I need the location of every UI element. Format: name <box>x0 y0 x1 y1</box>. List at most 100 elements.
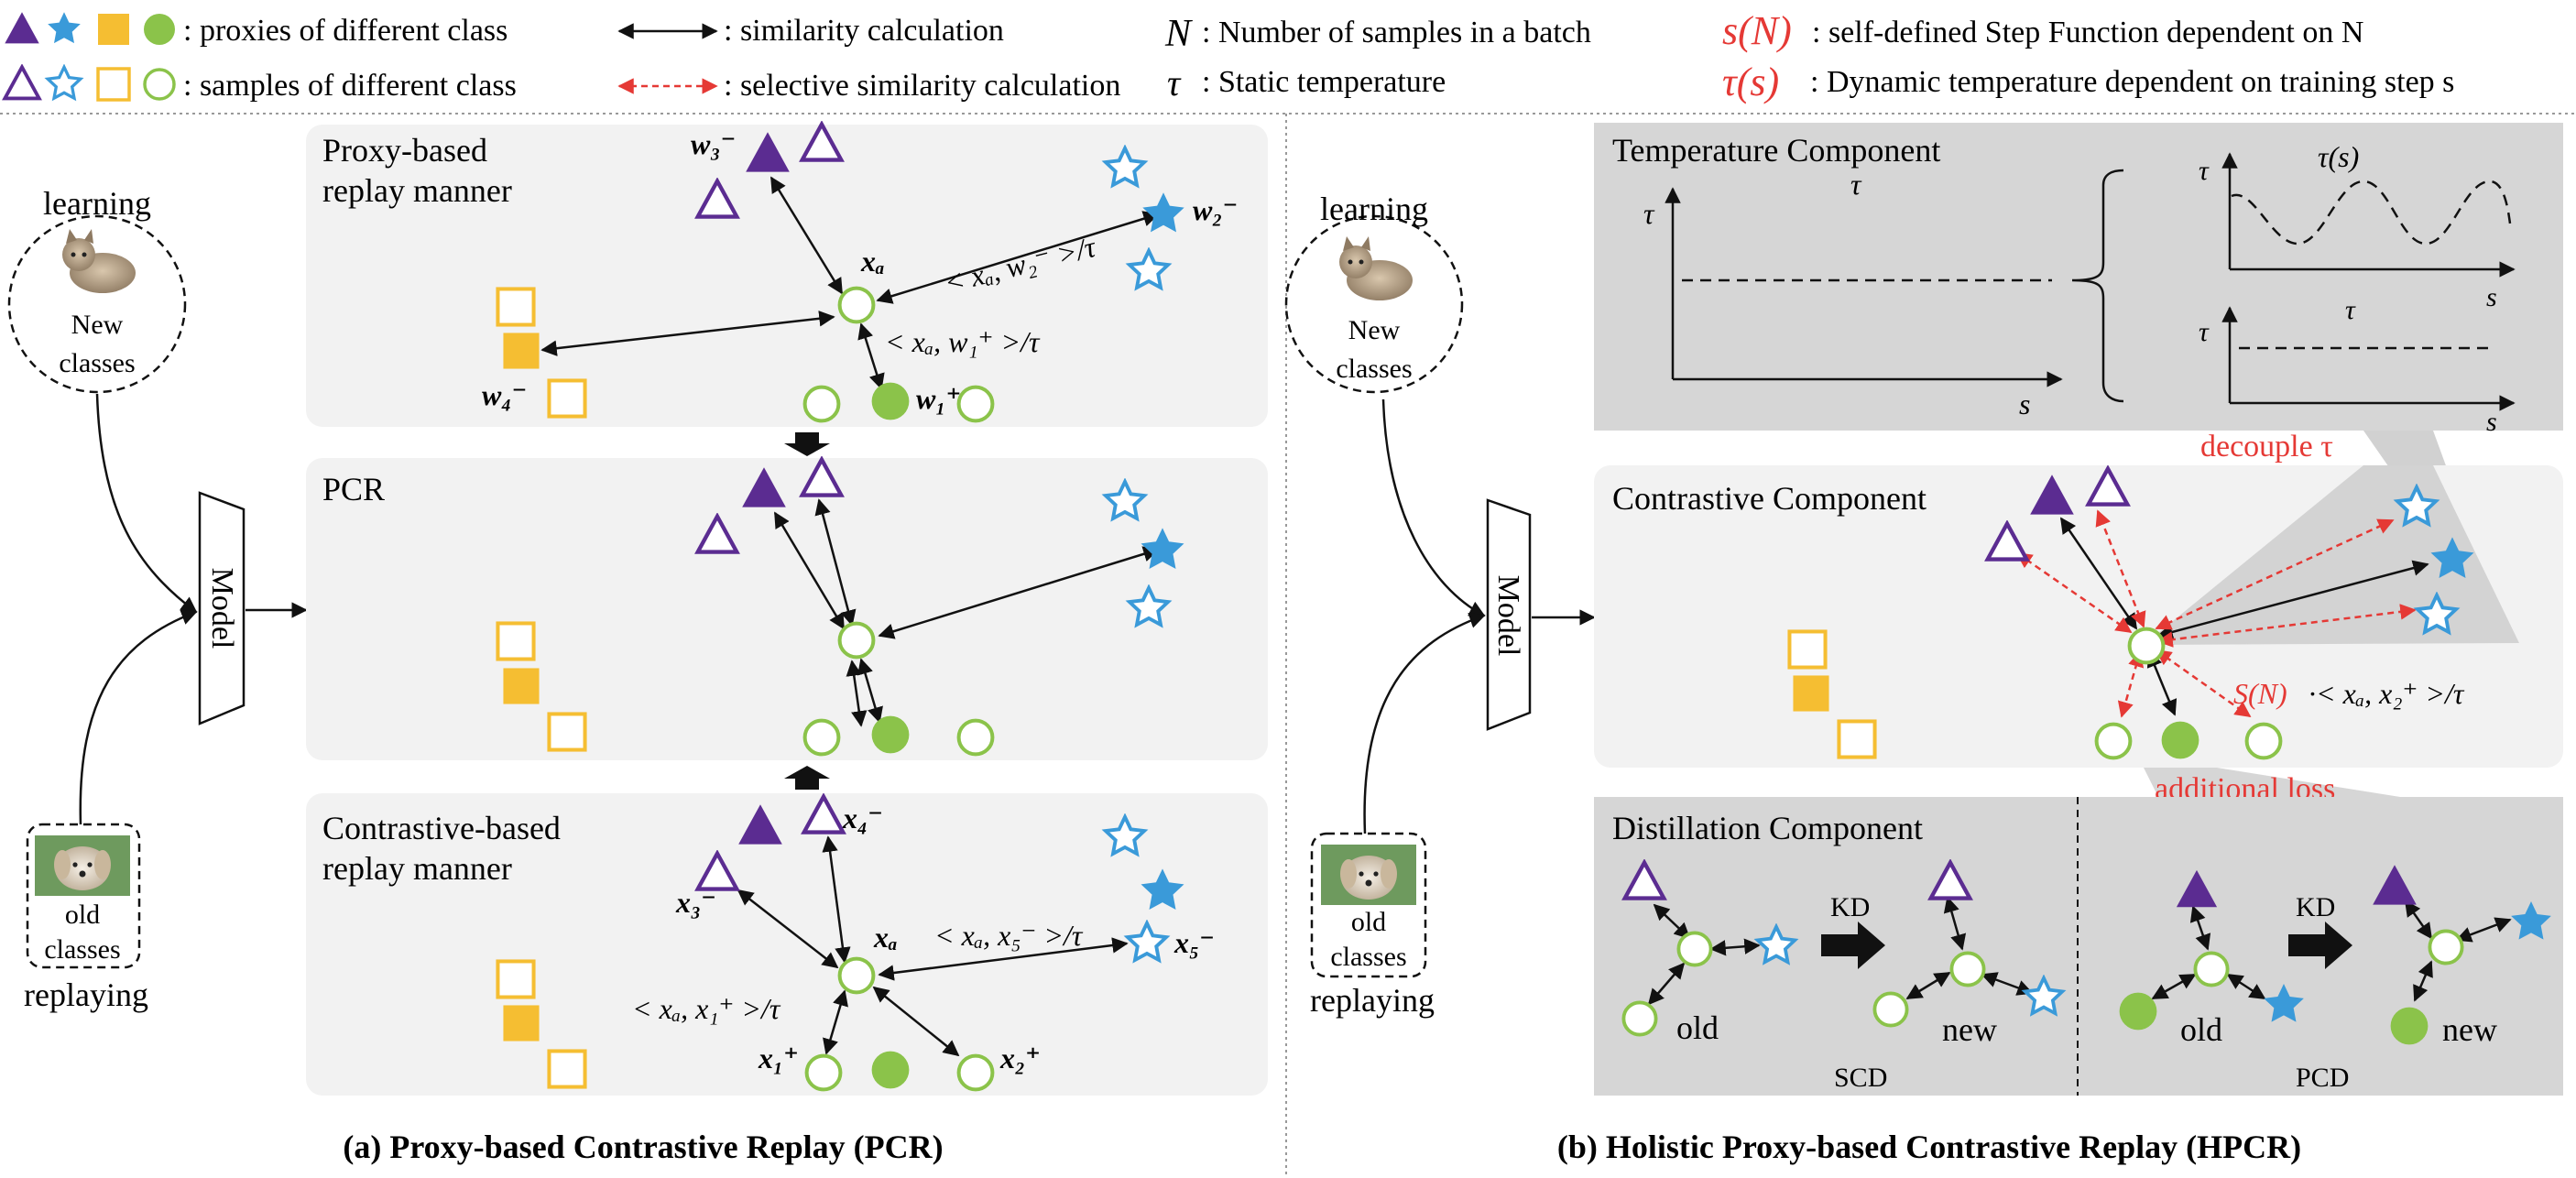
old-classes-line1: old <box>65 900 100 930</box>
dynamic-tau-plot: τ τ(s) s <box>2199 140 2516 312</box>
step-fn-expr: ·< xₐ, x₂⁺ >/τ <box>2309 677 2465 710</box>
old-to-model-arrow <box>1363 612 1486 834</box>
temperature-title: Temperature Component <box>1612 132 1940 169</box>
small-x-label: s <box>2486 407 2497 437</box>
proxy-edges <box>540 176 1160 390</box>
static-tau-plot: τ τ s <box>1643 168 2063 420</box>
legend-similarity-text: : similarity calculation <box>724 14 1004 48</box>
sample-circle-icon <box>2097 725 2131 758</box>
new-classes-circle <box>7 214 187 394</box>
legend-proxies-text: : proxies of different class <box>183 14 508 48</box>
xa-x5-label: < xₐ, x₅⁻ >/τ <box>934 919 1084 952</box>
dyn-x-label: s <box>2486 282 2497 312</box>
pcr-section: learning New classes old classes replayi… <box>7 125 1268 1165</box>
sample-square-icon <box>549 380 584 416</box>
w4-label: w₄⁻ <box>482 378 527 411</box>
cat-image <box>62 229 136 293</box>
xa-w1-label: < xₐ, w₁⁺ >/τ <box>885 325 1041 358</box>
anchor-circle-icon <box>840 289 874 322</box>
scd-old-graph <box>1621 863 1797 1037</box>
scd-kd-label: KD <box>1830 892 1870 922</box>
scd-new-label: new <box>1942 1011 1997 1048</box>
sample-circle-icon <box>805 387 839 421</box>
legend-n-symbol: N <box>1164 13 1193 55</box>
proxy-circle-icon <box>2161 721 2199 759</box>
w3-label: w₃⁻ <box>691 127 736 160</box>
distillation-title: Distillation Component <box>1612 810 1923 846</box>
anchor-circle-icon <box>2130 629 2164 663</box>
learning-label: learning <box>1320 191 1428 227</box>
pcd-kd-label: KD <box>2296 892 2335 922</box>
old-classes-line1: old <box>1351 907 1386 937</box>
x3-label: x₃⁻ <box>675 886 716 919</box>
xa-x1-label: < xₐ, x₁⁺ >/τ <box>632 992 781 1025</box>
static-tau-small-plot: τ τ s <box>2199 295 2516 437</box>
contrastive-component-title: Contrastive Component <box>1612 480 1927 517</box>
sample-circle-icon <box>959 1056 993 1090</box>
contrastive-panel-title-2: replay manner <box>322 850 512 887</box>
x2-label: x₂⁺ <box>999 1042 1041 1074</box>
sample-circle-icon <box>959 387 993 421</box>
legend-sample-circle-icon <box>143 68 176 101</box>
replaying-label: replaying <box>1310 982 1435 1019</box>
scd-old-label: old <box>1676 1009 1719 1046</box>
hpcr-edges <box>2015 509 2429 718</box>
sample-square-icon <box>497 961 533 997</box>
sample-square-icon <box>1789 631 1825 667</box>
dyn-title: τ(s) <box>2318 140 2359 173</box>
dog-image <box>35 835 130 896</box>
hpcr-caption: (b) Holistic Proxy-based Contrastive Rep… <box>1557 1129 2301 1165</box>
sample-square-icon <box>549 714 584 749</box>
model-block <box>198 491 246 725</box>
proxy-circle-icon <box>871 382 910 420</box>
old-classes-line2: classes <box>1330 942 1406 972</box>
proxy-panel-title-2: replay manner <box>322 172 512 209</box>
small-y-label: τ <box>2199 317 2210 347</box>
model-label: Model <box>205 568 239 649</box>
proxy-circle-icon <box>871 715 910 754</box>
proxy-panel-title-1: Proxy-based <box>322 132 487 169</box>
sample-square-icon <box>1839 721 1874 757</box>
replaying-label: replaying <box>24 976 148 1013</box>
model-label: Model <box>1491 575 1525 657</box>
dyn-y-label: τ <box>2199 156 2210 186</box>
legend-step-text: : self-defined Step Function dependent o… <box>1812 16 2363 49</box>
legend-n-text: : Number of samples in a batch <box>1202 16 1591 49</box>
sample-circle-icon <box>807 1056 841 1090</box>
new-classes-line1: New <box>1348 315 1401 345</box>
contrastive-edges <box>737 835 1129 1057</box>
down-arrow-icon <box>784 432 830 456</box>
step-fn-label: S(N) <box>2233 677 2287 710</box>
legend-selective-text: : selective similarity calculation <box>724 69 1120 103</box>
proxy-square-icon <box>503 668 540 704</box>
pcd-new-label: new <box>2442 1011 2497 1048</box>
legend-dyn-tau-symbol: τ(s) <box>1722 60 1779 104</box>
x5-label: x₅⁻ <box>1173 926 1215 959</box>
old-classes-line2: classes <box>44 934 120 965</box>
learning-label: learning <box>43 185 151 222</box>
legend-samples-text: : samples of different class <box>183 69 517 103</box>
old-classes-box <box>26 823 141 969</box>
proxy-square-icon <box>503 1005 540 1042</box>
legend-dyn-tau-text: : Dynamic temperature dependent on train… <box>1810 65 2454 99</box>
x1-label: x₁⁺ <box>758 1042 799 1074</box>
proxy-circle-icon <box>871 1051 910 1089</box>
pcd-kd-arrow-icon <box>2288 922 2352 969</box>
sample-circle-icon <box>805 721 839 755</box>
pcd-old-label: old <box>2180 1011 2222 1048</box>
y-axis-label: τ <box>1643 197 1655 230</box>
sample-square-icon <box>497 289 533 324</box>
xa-label: xₐ <box>860 245 885 278</box>
new-classes-line2: classes <box>59 348 135 378</box>
x4-label: x₄⁻ <box>842 802 883 834</box>
proxy-square-icon <box>503 333 540 369</box>
legend: : proxies of different class : samples o… <box>0 0 2576 115</box>
legend-background <box>0 0 2576 114</box>
hpcr-section: learning New classes old classes replayi… <box>1284 123 2563 1165</box>
scd-kd-arrow-icon <box>1821 922 1885 969</box>
new-classes-line1: New <box>71 310 124 340</box>
w1-label: w₁⁺ <box>916 382 961 415</box>
pcd-old-graph <box>2119 869 2304 1031</box>
anchor-circle-icon <box>840 624 874 658</box>
